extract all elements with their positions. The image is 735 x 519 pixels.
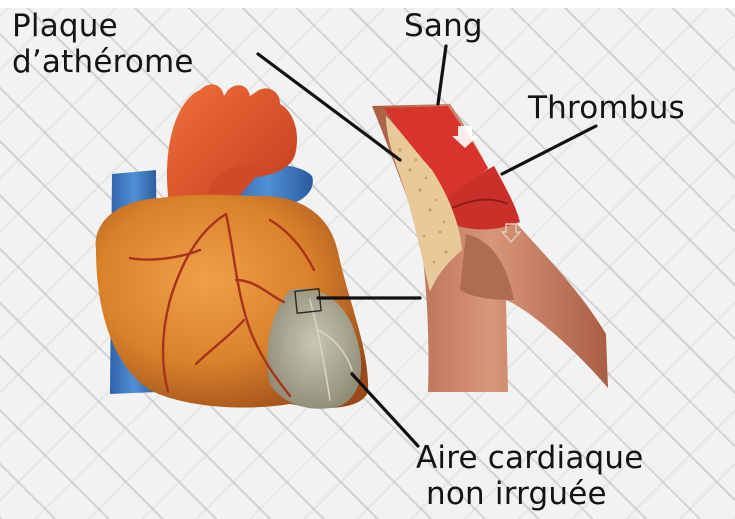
leader-sang [438, 46, 446, 104]
label-aire-line2: non irrguée [416, 476, 644, 512]
label-sang: Sang [404, 8, 483, 44]
label-thrombus: Thrombus [528, 90, 685, 126]
heart [96, 84, 369, 408]
label-plaque-atherome: Plaque d’athérome [12, 8, 194, 80]
label-aire-cardiaque: Aire cardiaque non irrguée [416, 440, 644, 512]
leader-aire [352, 374, 418, 446]
label-aire-line1: Aire cardiaque [416, 440, 644, 476]
label-plaque-line1: Plaque [12, 8, 194, 44]
label-plaque-line2: d’athérome [12, 44, 194, 80]
artery-cross-section [372, 104, 608, 392]
leader-thrombus [502, 126, 596, 174]
